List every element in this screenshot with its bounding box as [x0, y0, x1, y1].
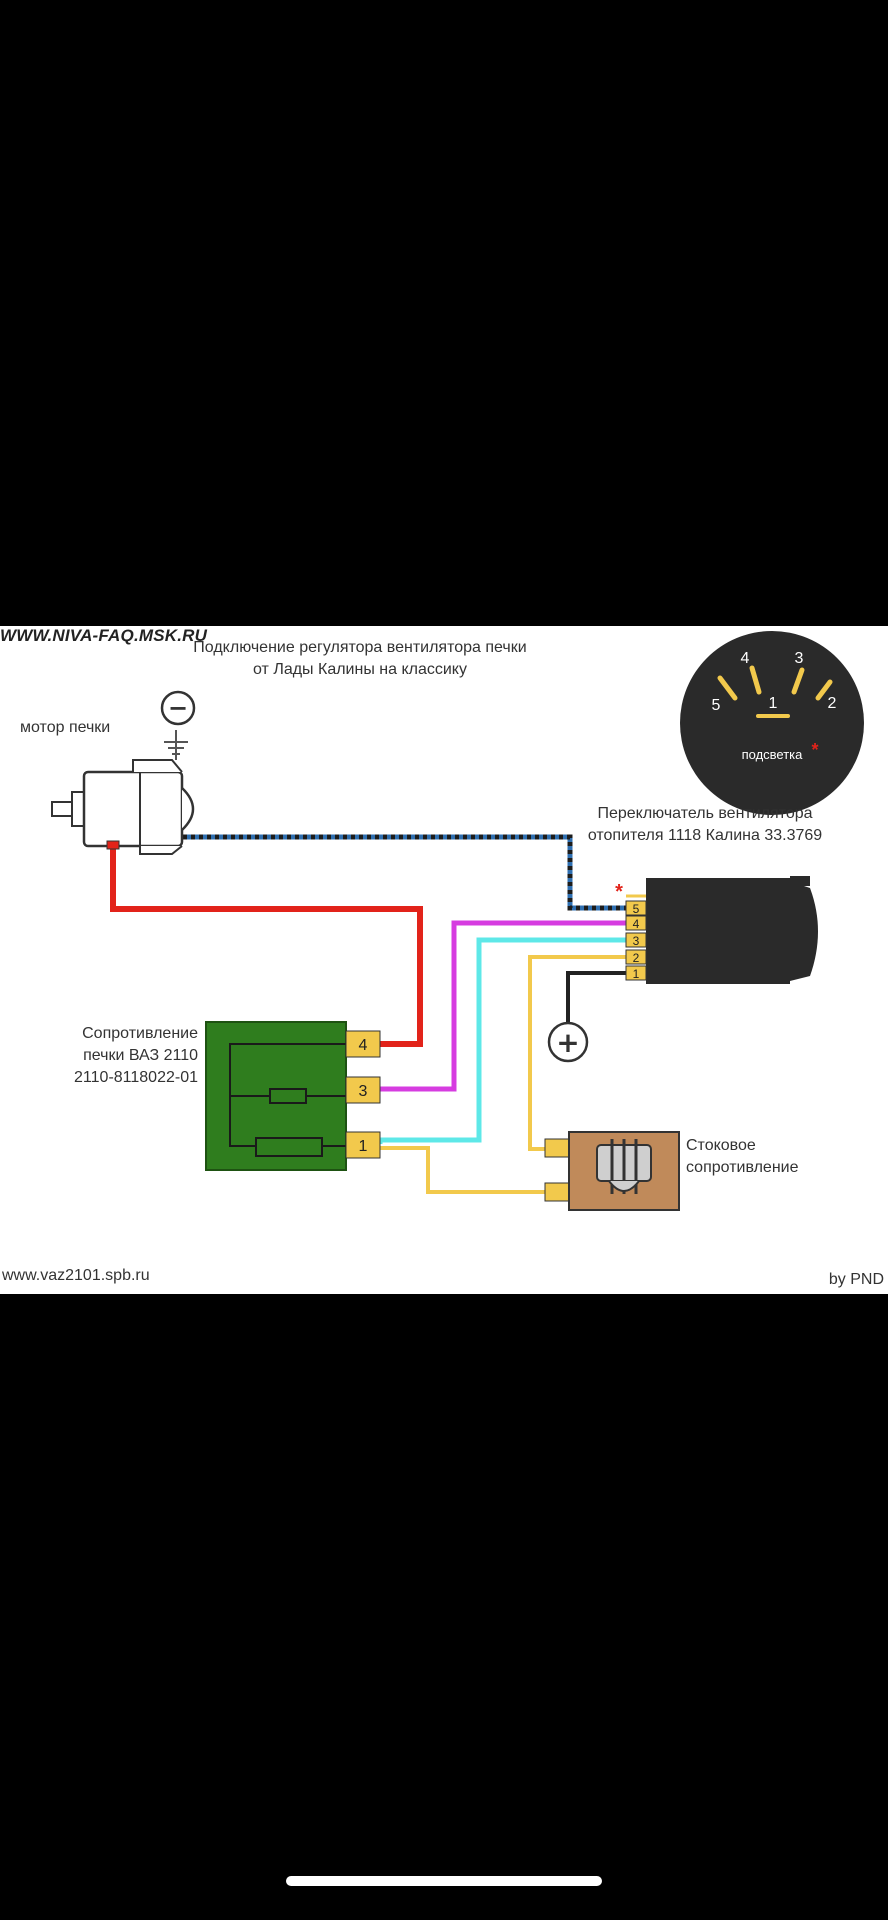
stock-resistor-base — [608, 1180, 640, 1192]
diagram-title-line1: Подключение регулятора вентилятора печки — [193, 639, 527, 656]
motor-bracket-bottom — [139, 845, 183, 855]
wire-yellow-switch — [528, 955, 626, 1151]
wire-yellow-resistor — [380, 1146, 545, 1194]
heater-motor: − — [51, 690, 196, 855]
plus-terminal-circle — [547, 1021, 589, 1063]
switch-front-notch — [790, 876, 810, 886]
resistor-block: 4 3 1 — [205, 1021, 381, 1171]
site-url-bottom: www.vaz2101.spb.ru — [2, 1267, 150, 1284]
knob-tick-5 — [717, 675, 738, 701]
resistor-small — [269, 1088, 307, 1104]
knob-label-2: 2 — [828, 695, 837, 712]
wire-black — [566, 971, 626, 1022]
switch-pin-5 — [625, 900, 647, 916]
plus-terminal: + — [547, 1021, 589, 1063]
switch-pin-4 — [625, 915, 647, 931]
switch-star: * — [615, 881, 623, 903]
knob-tick-4 — [749, 665, 762, 695]
knob-tick-3 — [791, 667, 805, 695]
motor-bracket — [132, 759, 183, 773]
switch-label-line2: отопителя 1118 Калина 33.3769 — [587, 827, 823, 844]
switch-front — [786, 880, 818, 982]
fan-switch: * 5 4 3 2 1 — [615, 876, 818, 984]
knob-label-3: 3 — [795, 650, 804, 667]
motor-body — [82, 770, 184, 848]
switch-label-line1: Переключатель вентилятора — [597, 805, 813, 822]
switch-pin-3 — [625, 932, 647, 948]
switch-pin-label-5: 5 — [633, 902, 640, 916]
resistor-pin-label-4: 4 — [359, 1037, 368, 1054]
switch-pin-label-4: 4 — [633, 917, 640, 931]
switch-pin-label-2: 2 — [633, 951, 640, 965]
stock-resistor-label-line2: сопротивление — [686, 1159, 799, 1176]
wire-blue-base — [183, 834, 626, 911]
site-url-top: WWW.NIVA-FAQ.MSK.RU — [0, 626, 208, 645]
wire-magenta — [380, 920, 626, 1092]
home-indicator[interactable] — [286, 1876, 602, 1886]
knob-label-5: 5 — [712, 697, 721, 714]
resistor-label-line3: 2110-8118022-01 — [74, 1069, 198, 1086]
stock-resistor-pin-bottom — [544, 1182, 570, 1202]
resistor-pin-label-1: 1 — [359, 1138, 368, 1155]
minus-terminal-circle — [160, 690, 196, 726]
knob-tick-2 — [815, 679, 833, 701]
knob-backlight-label: подсветка — [742, 747, 804, 762]
switch-pin-1 — [625, 965, 647, 981]
knob-face — [680, 631, 864, 815]
switch-pin-2 — [625, 949, 647, 965]
motor-shaft — [51, 801, 75, 817]
resistor-pin-3 — [345, 1076, 381, 1104]
resistor-pin-label-3: 3 — [359, 1083, 368, 1100]
stock-resistor-label-line1: Стоковое — [686, 1137, 756, 1154]
resistor-pin-1 — [345, 1131, 381, 1159]
motor-label: мотор печки — [20, 719, 111, 736]
plus-symbol: + — [556, 1026, 579, 1059]
knob-star: * — [811, 740, 818, 760]
switch-pin-label-1: 1 — [633, 967, 640, 981]
knob-label-1: 1 — [769, 695, 778, 712]
author-credit: by PND — [828, 1271, 884, 1288]
switch-pin-label-3: 3 — [633, 934, 640, 948]
wire-red — [110, 848, 423, 1047]
switch-knob: 5 4 3 2 1 подсветка * — [680, 631, 864, 815]
stock-resistor — [544, 1131, 680, 1211]
resistor-pin-4 — [345, 1030, 381, 1058]
minus-symbol: − — [168, 694, 188, 722]
wires — [110, 834, 646, 1194]
wiring-diagram: − 5 4 3 2 1 подсветка * * — [51, 631, 864, 1211]
stock-resistor-pin-top — [544, 1138, 570, 1158]
diagram-panel: − 5 4 3 2 1 подсветка * * — [0, 626, 888, 1294]
switch-body — [646, 878, 790, 984]
knob-label-4: 4 — [741, 650, 750, 667]
motor-terminal — [106, 840, 120, 850]
resistor-label-line2: печки ВАЗ 2110 — [83, 1047, 198, 1064]
diagram-title-line2: от Лады Калины на классику — [253, 661, 467, 678]
wire-blue-stripe — [183, 834, 626, 911]
motor-dome — [181, 787, 195, 831]
resistor-large — [255, 1137, 323, 1157]
resistor-label-line1: Сопротивление — [82, 1025, 198, 1042]
